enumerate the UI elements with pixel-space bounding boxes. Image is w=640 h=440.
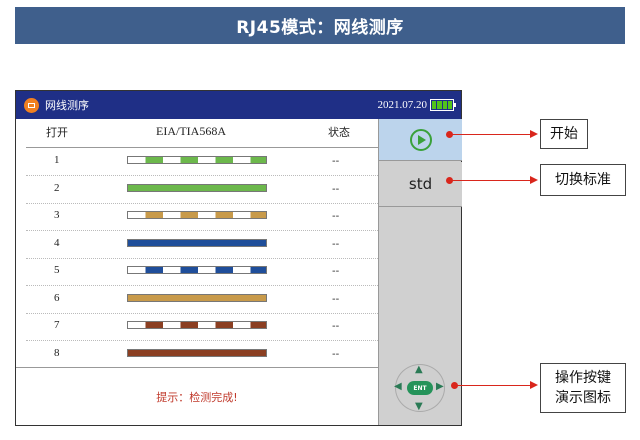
wire-map-table: 打开 EIA/TIA568A 状态 1--2--3--4--5--6--7--8… (16, 119, 378, 367)
row-divider (26, 258, 378, 259)
keys-callout-arrow-icon (530, 381, 538, 389)
start-callout-label: 开始 (540, 119, 588, 149)
wire-blue-white (127, 266, 267, 274)
table-row: 4 -- (16, 232, 378, 259)
pin-state: -- (332, 211, 340, 222)
pin-state: -- (332, 266, 340, 277)
pin-number: 8 (54, 347, 60, 359)
start-callout-dot (446, 131, 453, 138)
key-pad-icon: ▲ ▼ ◀ ▶ ENT (391, 362, 449, 414)
screen-title: 网线测序 (45, 99, 89, 112)
start-button[interactable] (379, 119, 462, 161)
wire-blue (127, 239, 267, 247)
std-callout-line (452, 180, 532, 181)
table-row: 8 -- (16, 342, 378, 369)
pin-number: 2 (54, 182, 60, 194)
wire-brown-white (127, 321, 267, 329)
play-icon (409, 128, 432, 151)
pin-state: -- (332, 349, 340, 360)
side-panel: std ▲ ▼ ◀ ▶ ENT (378, 119, 462, 425)
header-state: 状态 (328, 126, 350, 139)
pin-state: -- (332, 239, 340, 250)
ent-key: ENT (407, 381, 433, 395)
wire-brown (127, 349, 267, 357)
std-callout-label: 切换标准 (540, 164, 626, 196)
row-divider (26, 313, 378, 314)
table-row: 1 -- (16, 149, 378, 176)
table-row: 7 -- (16, 314, 378, 341)
pin-number: 3 (54, 209, 60, 221)
battery-icon (430, 99, 456, 111)
keys-callout-line (457, 385, 532, 386)
table-row: 5 -- (16, 259, 378, 286)
right-arrow-icon: ▶ (436, 381, 444, 392)
standard-button[interactable]: std (379, 162, 462, 207)
row-divider (26, 340, 378, 341)
row-divider (26, 230, 378, 231)
wire-orange (127, 294, 267, 302)
device-screen: 网线测序 2021.07.20 打开 EIA/TIA568A 状态 1 -- 2 --… (15, 90, 462, 426)
row-divider (26, 175, 378, 176)
pin-number: 6 (54, 292, 60, 304)
pin-state: -- (332, 184, 340, 195)
left-arrow-icon: ◀ (394, 381, 402, 392)
wire-orange-white (127, 211, 267, 219)
std-callout-dot (446, 177, 453, 184)
date-display: 2021.07.20 (377, 99, 428, 111)
cable-app-icon (24, 97, 39, 113)
table-row: 6 -- (16, 287, 378, 314)
title-bar: 网线测序 2021.07.20 (16, 91, 461, 119)
row-divider (26, 203, 378, 204)
keys-callout-line2: 演示图标 (555, 390, 611, 406)
header-standard: EIA/TIA568A (156, 124, 226, 138)
footer-divider (16, 367, 378, 368)
pin-state: -- (332, 156, 340, 167)
start-callout-line (452, 134, 532, 135)
table-row: 3 -- (16, 204, 378, 231)
pin-state: -- (332, 294, 340, 305)
pin-state: -- (332, 321, 340, 332)
down-arrow-icon: ▼ (415, 401, 423, 412)
header-open: 打开 (46, 126, 68, 139)
pin-number: 5 (54, 264, 60, 276)
keys-callout-line1: 操作按键 (555, 370, 611, 386)
table-row: 2 -- (16, 177, 378, 204)
keys-callout-label: 操作按键 演示图标 (540, 363, 626, 413)
page-banner: RJ45模式：网线测序 (15, 7, 625, 44)
wire-green (127, 184, 267, 192)
row-divider (26, 285, 378, 286)
pin-number: 7 (54, 319, 60, 331)
header-divider (26, 147, 378, 148)
wire-green-white (127, 156, 267, 164)
start-callout-arrow-icon (530, 130, 538, 138)
up-arrow-icon: ▲ (415, 364, 423, 375)
pin-number: 1 (54, 154, 60, 166)
pin-number: 4 (54, 237, 60, 249)
keys-callout-dot (451, 382, 458, 389)
status-tip: 提示：检测完成! (156, 391, 238, 404)
std-callout-arrow-icon (530, 176, 538, 184)
